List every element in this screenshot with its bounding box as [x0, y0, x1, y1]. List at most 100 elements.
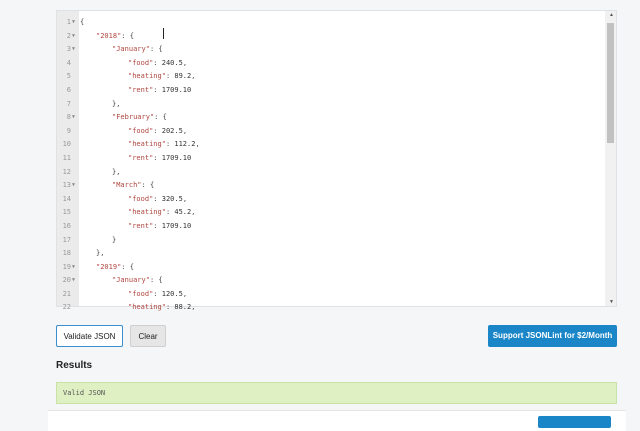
- caret-down-icon[interactable]: ▼: [72, 277, 76, 284]
- token-key: "food": [128, 194, 154, 203]
- code-line[interactable]: 7},: [57, 98, 604, 112]
- line-number: 1: [66, 18, 71, 26]
- token-punc: ,: [191, 208, 196, 217]
- token-punc: ,: [195, 140, 200, 149]
- code-text: "2019": {: [96, 261, 134, 275]
- code-text: "rent": 1709.10: [128, 84, 191, 98]
- token-punc: },: [112, 99, 121, 108]
- caret-down-icon[interactable]: ▼: [72, 46, 76, 53]
- caret-down-icon[interactable]: ▼: [72, 19, 76, 25]
- caret-down-icon[interactable]: ▼: [72, 263, 76, 270]
- code-line[interactable]: 5"heating": 89.2,: [57, 70, 604, 84]
- line-number: 13: [62, 181, 71, 190]
- code-line[interactable]: 22 "heating": 88.2,: [57, 301, 604, 315]
- token-punc: ,: [182, 194, 188, 203]
- code-line[interactable]: 14"food": 320.5,: [57, 193, 604, 207]
- caret-down-icon[interactable]: ▼: [72, 32, 76, 39]
- token-key: "heating": [128, 140, 166, 149]
- token-key: "January": [112, 45, 150, 54]
- token-punc: :: [165, 140, 175, 149]
- code-text: "heating": 88.2,: [128, 301, 195, 315]
- token-num: 1709.10: [161, 153, 192, 162]
- token-key: "food": [128, 289, 154, 298]
- token-punc: ,: [182, 126, 188, 135]
- scrollbar-thumb[interactable]: [607, 23, 614, 143]
- code-line[interactable]: 16"rent": 1709.10: [57, 220, 604, 234]
- token-punc: :: [165, 303, 175, 312]
- token-key: "heating": [128, 303, 166, 312]
- token-punc: :: [153, 194, 162, 203]
- scroll-up-icon[interactable]: ▲: [609, 12, 614, 18]
- line-number: 9: [66, 126, 71, 135]
- code-line[interactable]: 1▼ {: [57, 16, 604, 30]
- code-text: {: [80, 16, 84, 30]
- caret-down-icon[interactable]: ▼: [72, 182, 76, 189]
- line-number: 21: [62, 289, 71, 298]
- support-jsonlint-button[interactable]: Support JSONLint for $2/Month: [488, 325, 617, 347]
- code-line[interactable]: 8▼ "February": {: [57, 111, 604, 125]
- line-number: 10: [62, 140, 71, 149]
- line-number: 8: [66, 113, 71, 122]
- token-punc: }: [112, 235, 117, 244]
- token-key: "heating": [128, 208, 166, 217]
- token-key: "rent": [128, 85, 154, 94]
- code-text: "food": 120.5,: [128, 288, 187, 302]
- code-text: "February": {: [112, 111, 167, 125]
- validate-json-button[interactable]: Validate JSON: [56, 325, 123, 347]
- token-punc: },: [96, 249, 105, 258]
- clear-button[interactable]: Clear: [130, 325, 166, 347]
- code-line[interactable]: 3▼ "January": {: [57, 43, 604, 57]
- code-line[interactable]: 9"food": 202.5,: [57, 125, 604, 139]
- code-line[interactable]: 20▼"January": {: [57, 274, 604, 288]
- code-line[interactable]: 6"rent": 1709.10: [57, 84, 604, 98]
- code-line[interactable]: 17}: [57, 234, 604, 248]
- code-lines[interactable]: 1▼{2▼"2018": {3▼"January": {4"food": 240…: [57, 16, 604, 315]
- token-num: 320.5: [161, 194, 183, 203]
- vertical-scrollbar[interactable]: ▲ ▼: [605, 11, 616, 306]
- line-number: 2: [66, 31, 71, 40]
- token-punc: : {: [121, 262, 134, 271]
- token-num: 88.2: [174, 303, 192, 312]
- token-num: 89.2: [174, 72, 192, 81]
- json-editor[interactable]: 1▼{2▼"2018": {3▼"January": {4"food": 240…: [56, 10, 617, 311]
- text-cursor: [163, 28, 164, 39]
- token-punc: ,: [182, 58, 188, 67]
- code-line[interactable]: 13▼ "March": {: [57, 179, 604, 193]
- code-line[interactable]: 2▼ "2018": {: [57, 30, 604, 44]
- footer-button[interactable]: [538, 416, 611, 428]
- token-punc: :: [153, 85, 162, 94]
- code-text: }: [112, 234, 116, 248]
- scroll-down-icon[interactable]: ▼: [609, 299, 614, 305]
- token-key: "rent": [128, 221, 154, 230]
- line-number: 18: [62, 249, 71, 258]
- line-number: 17: [62, 235, 71, 244]
- code-line[interactable]: 18},: [57, 247, 604, 261]
- code-line[interactable]: 19▼"2019": {: [57, 261, 604, 275]
- token-punc: ,: [191, 72, 196, 81]
- line-number: 3: [66, 45, 71, 54]
- caret-down-icon[interactable]: ▼: [72, 114, 76, 121]
- validation-result: Valid JSON: [56, 382, 617, 404]
- token-punc: :: [153, 126, 162, 135]
- code-line[interactable]: 21 "food": 120.5,: [57, 288, 604, 302]
- code-line[interactable]: 11"rent": 1709.10: [57, 152, 604, 166]
- code-line[interactable]: 15"heating": 45.2,: [57, 206, 604, 220]
- code-text: "2018": {: [96, 30, 134, 44]
- line-number: 22: [62, 303, 71, 312]
- token-punc: : {: [149, 45, 163, 54]
- line-number: 15: [62, 208, 71, 217]
- token-num: 120.5: [161, 289, 183, 298]
- token-num: 1709.10: [161, 85, 192, 94]
- line-number: 12: [62, 167, 71, 176]
- code-text: "March": {: [112, 179, 154, 193]
- code-line[interactable]: 4"food": 240.5,: [57, 57, 604, 71]
- line-number: 20: [62, 276, 71, 285]
- token-num: 202.5: [161, 126, 183, 135]
- token-punc: :: [165, 72, 175, 81]
- code-line[interactable]: 12},: [57, 166, 604, 180]
- token-key: "2018": [96, 31, 122, 40]
- token-key: "rent": [128, 153, 154, 162]
- code-line[interactable]: 10"heating": 112.2,: [57, 138, 604, 152]
- token-punc: :: [165, 208, 175, 217]
- code-text: "food": 240.5,: [128, 57, 187, 71]
